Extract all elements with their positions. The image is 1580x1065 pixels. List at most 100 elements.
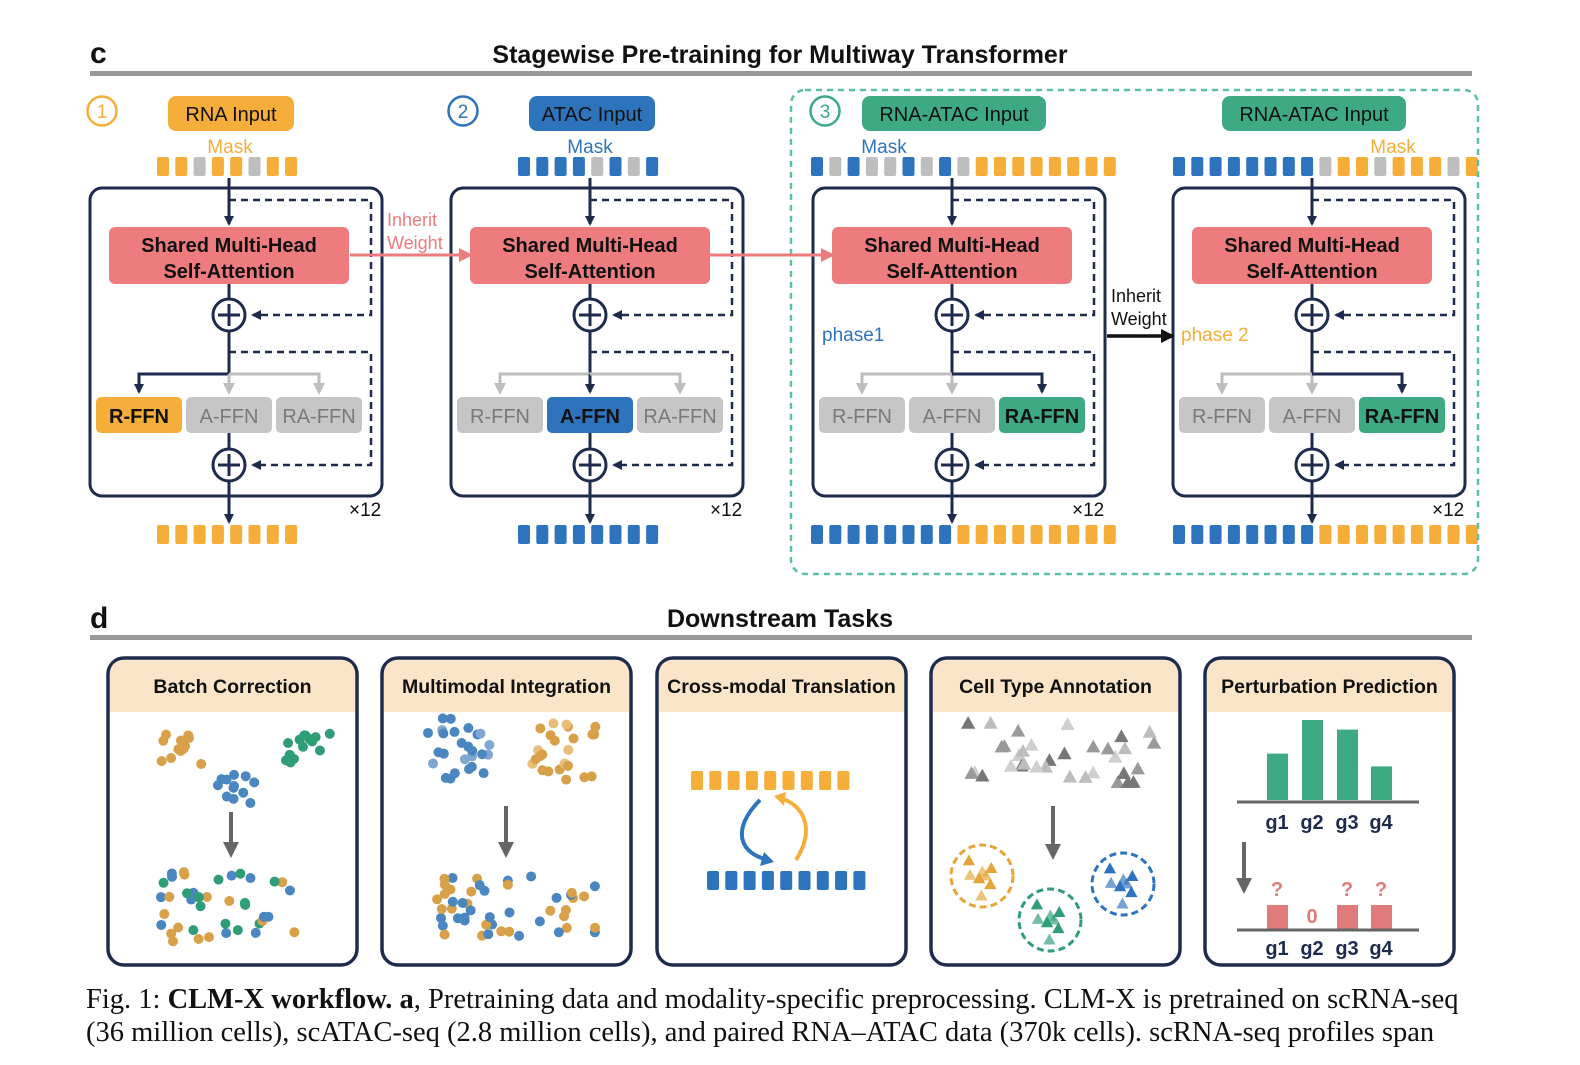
output-tokens-token — [175, 525, 188, 544]
cell-triangle — [1126, 869, 1139, 881]
ffn-box-ra-ffn — [1359, 397, 1445, 433]
output-tokens-token — [157, 525, 169, 544]
cell-dot — [221, 774, 232, 785]
attention-label-1: Shared Multi-Head — [1224, 235, 1400, 257]
phase-label: phase1 — [822, 325, 884, 346]
attention-label-2: Self-Attention — [524, 261, 655, 283]
pred-mark-g3: ? — [1341, 879, 1353, 901]
add-norm-2 — [572, 447, 608, 483]
add-norm-1 — [211, 297, 247, 333]
cell-triangle — [1120, 775, 1136, 788]
output-tokens-token — [1209, 525, 1222, 544]
output-tokens-token — [811, 525, 823, 544]
atac-tokens-token — [743, 871, 756, 890]
cell-dot — [193, 933, 204, 944]
atac-tokens-token — [780, 871, 793, 890]
output-tokens-token — [518, 525, 530, 544]
input-tokens-token — [1048, 157, 1061, 176]
attention-label-2: Self-Attention — [886, 261, 1017, 283]
task-header — [659, 660, 904, 712]
cell-dot — [484, 912, 495, 923]
branch-arrow — [134, 372, 229, 394]
cell-dot — [561, 922, 572, 933]
cell-triangle — [963, 868, 977, 880]
cell-dot — [504, 926, 515, 937]
cell-dot — [288, 753, 299, 764]
cell-triangle — [1016, 756, 1032, 770]
cell-dot — [156, 892, 167, 903]
cell-dot — [250, 927, 261, 938]
ffn-box-ra-ffn — [276, 397, 362, 433]
task-header — [384, 660, 629, 712]
cluster-ring — [1090, 851, 1156, 917]
cell-dot — [475, 728, 486, 739]
task-header — [110, 660, 355, 712]
translate-arrow-up — [779, 796, 808, 862]
task-frame — [1203, 656, 1456, 967]
cell-dot — [590, 922, 601, 933]
input-tokens — [518, 157, 659, 176]
ffn-label-r-ffn: R-FFN — [109, 406, 169, 428]
output-tokens-token — [1246, 525, 1259, 544]
transformer-block — [811, 186, 1107, 498]
atac-tokens-token — [707, 871, 719, 890]
cell-dot — [437, 920, 448, 931]
cell-triangle — [1038, 759, 1053, 773]
cell-dot — [428, 758, 439, 769]
cell-dot — [182, 888, 193, 899]
cell-dot — [589, 729, 600, 740]
task-title: Multimodal Integration — [402, 676, 611, 698]
input-tokens-token — [1301, 157, 1314, 176]
input-tokens-token — [591, 157, 604, 176]
cell-triangle — [960, 716, 976, 729]
cell-triangle — [1044, 909, 1057, 921]
cell-dot — [240, 899, 251, 910]
cell-dot — [164, 891, 175, 902]
task-title: Cell Type Annotation — [959, 676, 1152, 698]
cell-dot — [466, 886, 477, 897]
cell-triangle — [975, 889, 988, 901]
repeat-label: ×12 — [1432, 500, 1464, 521]
cell-dot — [269, 876, 280, 887]
branch-arrow — [856, 372, 952, 395]
bar-g3 — [1337, 729, 1358, 800]
cell-dot — [220, 918, 231, 929]
cell-dot — [289, 927, 300, 938]
output-tokens-token — [646, 525, 659, 544]
add-norm-1 — [572, 297, 608, 333]
cell-dot — [514, 930, 525, 941]
cell-dot — [586, 771, 597, 782]
mask-label: Mask — [567, 137, 613, 158]
input-tokens-token — [248, 157, 261, 176]
rna-tokens-token — [819, 771, 832, 790]
output-tokens-token — [266, 525, 279, 544]
stage-number-circle — [86, 95, 118, 127]
ffn-box-ra-ffn — [637, 397, 723, 433]
cell-triangle — [1104, 876, 1118, 888]
output-tokens-token — [211, 525, 224, 544]
cell-dot — [224, 896, 235, 907]
cell-triangle — [1086, 739, 1101, 753]
branch-arrow — [1216, 372, 1312, 395]
ffn-label-a-ffn: A-FFN — [200, 406, 259, 428]
input-pill — [168, 96, 294, 131]
input-pill — [862, 96, 1046, 131]
input-tokens-token — [1282, 157, 1295, 176]
cell-dot — [590, 721, 601, 732]
cell-dot — [277, 877, 288, 888]
input-tokens-token — [518, 157, 530, 176]
ffn-box-r-ffn — [96, 397, 182, 433]
atac-tokens-token — [853, 871, 866, 890]
repeat-label: ×12 — [1072, 500, 1104, 521]
input-tokens-token — [175, 157, 188, 176]
cell-dot — [530, 754, 541, 765]
cell-dot — [478, 768, 489, 779]
stage-number: 1 — [97, 102, 108, 123]
rna-tokens-token — [691, 771, 703, 790]
residual-path-2 — [1312, 350, 1456, 470]
bar-g1 — [1267, 753, 1288, 800]
output-tokens-token — [939, 525, 952, 544]
cell-dot — [548, 718, 559, 729]
